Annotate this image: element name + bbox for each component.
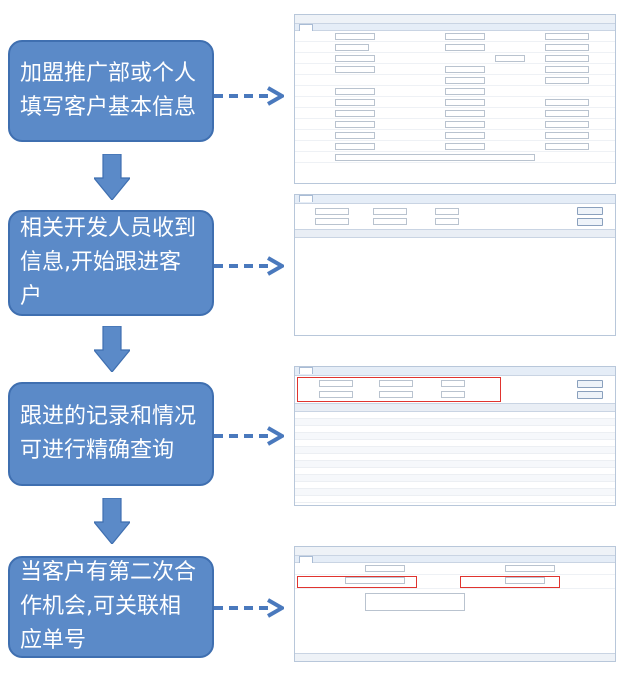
down-arrow-icon <box>94 498 130 544</box>
tab-bar <box>295 195 615 204</box>
step-box-2: 相关开发人员收到信息,开始跟进客户 <box>8 210 214 316</box>
tab <box>299 556 313 563</box>
table-header <box>295 230 615 238</box>
step-text-4: 当客户有第二次合作机会,可关联相应单号 <box>20 560 197 653</box>
tab-bar <box>295 556 615 563</box>
tab-bar <box>295 367 615 376</box>
order-highlight-left <box>297 576 417 588</box>
toolbar <box>295 547 615 556</box>
down-arrow-icon <box>94 326 130 372</box>
order-highlight-right <box>460 576 560 588</box>
dashed-arrow-icon <box>214 256 284 276</box>
dashed-arrow-icon <box>214 598 284 618</box>
step-text-1: 加盟推广部或个人填写客户基本信息 <box>20 61 197 120</box>
step-box-4: 当客户有第二次合作机会,可关联相应单号 <box>8 556 214 658</box>
search-button[interactable] <box>577 380 603 388</box>
add-button[interactable] <box>577 391 603 399</box>
table-header <box>295 404 615 412</box>
step-box-3: 跟进的记录和情况可进行精确查询 <box>8 382 214 486</box>
screenshot-customer-form <box>294 14 616 184</box>
dashed-arrow-icon <box>214 86 284 106</box>
filter-highlight <box>297 377 501 402</box>
step-text-3: 跟进的记录和情况可进行精确查询 <box>20 404 197 463</box>
tab <box>299 367 313 374</box>
screenshot-link-orders <box>294 546 616 662</box>
screenshot-followup-list <box>294 194 616 336</box>
tab <box>299 24 313 31</box>
search-button[interactable] <box>577 207 603 215</box>
tab <box>299 195 313 202</box>
step-text-2: 相关开发人员收到信息,开始跟进客户 <box>20 216 197 309</box>
add-button[interactable] <box>577 218 603 226</box>
down-arrow-icon <box>94 154 130 200</box>
step-box-1: 加盟推广部或个人填写客户基本信息 <box>8 40 214 142</box>
toolbar <box>295 15 615 24</box>
screenshot-followup-records <box>294 366 616 506</box>
dashed-arrow-icon <box>214 426 284 446</box>
tab-bar <box>295 24 615 31</box>
